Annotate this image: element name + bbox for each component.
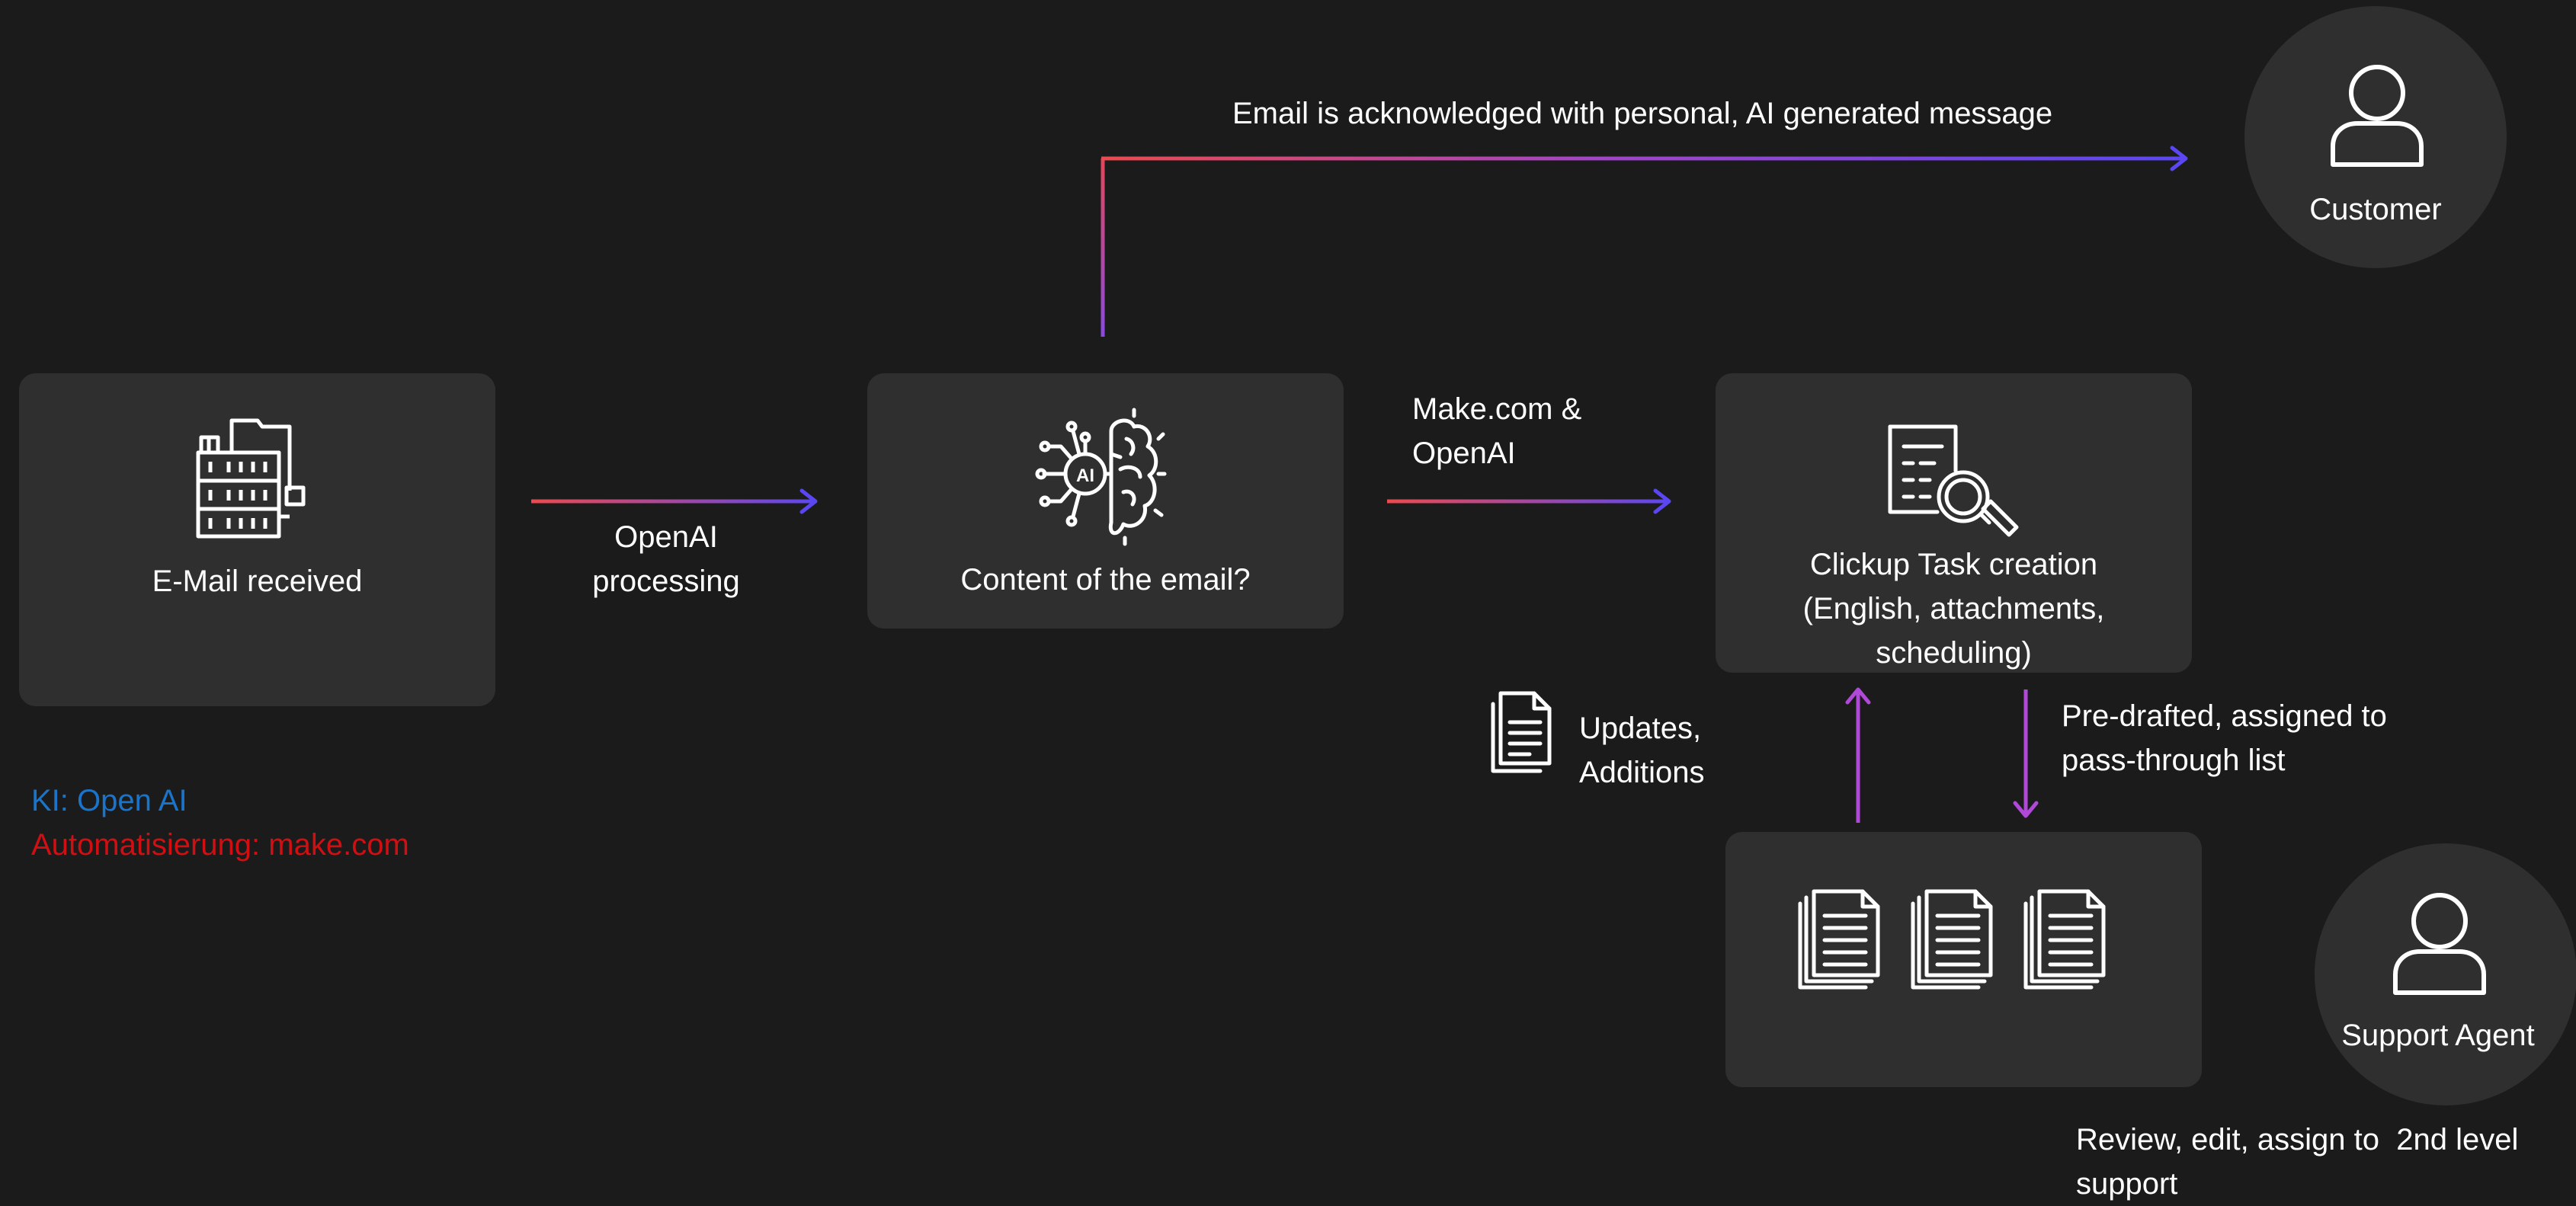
openai-processing-line-1: OpenAI <box>614 520 718 554</box>
document-stack-icon <box>1794 889 2129 996</box>
review-line-1: Review, edit, assign to 2nd level <box>2076 1123 2519 1156</box>
ai-brain-icon: AI <box>1035 408 1167 546</box>
legend-automation: Automatisierung: make.com <box>31 828 409 862</box>
arrow-openai-processing <box>531 488 818 514</box>
arrow-pre-drafted <box>2013 689 2039 818</box>
updates-line-1: Updates, <box>1579 712 1702 745</box>
customer-label: Customer <box>2309 193 2442 226</box>
openai-processing-line-2: processing <box>592 565 740 598</box>
pre-drafted-line-1: Pre-drafted, assigned to <box>2062 699 2387 733</box>
legend-ki: KI: Open AI <box>31 784 187 817</box>
documents-node <box>1725 832 2202 1087</box>
clickup-task-line-3: scheduling) <box>1876 636 2032 670</box>
content-of-email-label: Content of the email? <box>960 563 1251 597</box>
email-received-label: E-Mail received <box>152 565 363 598</box>
support-agent-node: Support Agent <box>2315 843 2576 1105</box>
arrow-acknowledged <box>1101 146 2188 337</box>
make-openai-line-1: Make.com & <box>1412 392 1582 426</box>
clickup-task-line-1: Clickup Task creation <box>1809 548 2098 581</box>
customer-node: Customer <box>2244 6 2507 268</box>
review-line-2: support <box>2076 1167 2178 1201</box>
document-search-icon <box>1887 424 2024 538</box>
make-openai-line-2: OpenAI <box>1412 437 1516 470</box>
document-icon <box>1490 690 1552 773</box>
person-icon <box>2392 892 2487 996</box>
person-icon <box>2330 64 2424 168</box>
pre-drafted-line-2: pass-through list <box>2062 744 2286 777</box>
acknowledged-label: Email is acknowledged with personal, AI … <box>1232 97 2053 130</box>
clickup-task-line-2: (English, attachments, <box>1802 592 2105 625</box>
email-server-icon <box>196 417 320 539</box>
clickup-task-node: Clickup Task creation (English, attachme… <box>1716 373 2192 673</box>
arrow-updates <box>1845 687 1871 823</box>
arrow-make-openai <box>1387 488 1671 514</box>
support-agent-label: Support Agent <box>2341 1019 2535 1052</box>
svg-text:AI: AI <box>1076 465 1094 486</box>
updates-line-2: Additions <box>1579 756 1705 789</box>
content-of-email-node: AI Content of the email? <box>867 373 1344 629</box>
email-received-node: E-Mail received <box>19 373 495 706</box>
